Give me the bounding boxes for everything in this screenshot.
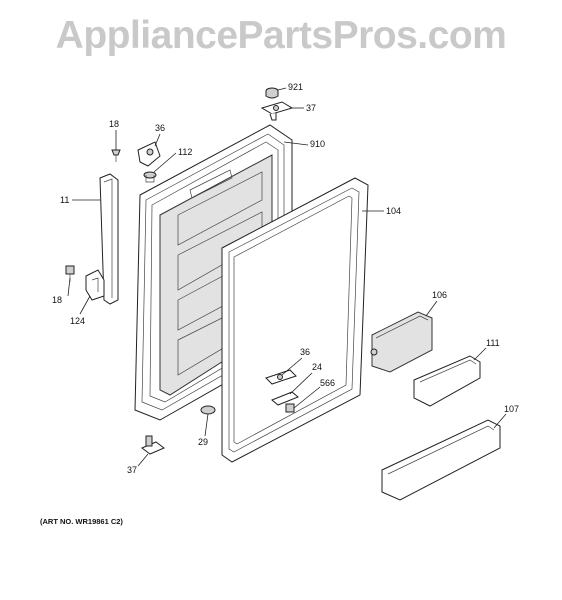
bushing-part: [143, 171, 157, 183]
callout-18-bottom: 18: [52, 295, 62, 305]
dairy-bin-part: [370, 311, 433, 373]
screw-part: [111, 149, 121, 162]
callout-37-top: 37: [306, 103, 316, 113]
top-hinge-part: [260, 101, 294, 121]
callout-910: 910: [310, 139, 325, 149]
hinge-cap-part: [265, 87, 279, 99]
callout-104: 104: [386, 206, 401, 216]
callout-107: 107: [504, 404, 519, 414]
door-gasket: [221, 177, 369, 463]
lower-hinge-part: [265, 369, 297, 385]
bottom-hinge-part: [141, 435, 165, 455]
leader-lines: [67, 87, 507, 467]
callout-111: 111: [486, 338, 500, 348]
callout-112: 112: [178, 147, 192, 157]
callout-921: 921: [288, 82, 303, 92]
callout-labels: 921 37 18 36 910 112 11 104 18 124 106 3…: [52, 82, 519, 475]
door-stop-part: [285, 403, 295, 413]
art-number-caption: (ART NO. WR19861 C2): [40, 517, 123, 526]
callout-24: 24: [312, 362, 322, 372]
watermark-logo: AppliancePartsPros.com: [55, 14, 507, 57]
callout-18-top: 18: [109, 119, 119, 129]
door-bin-small-part: [413, 355, 481, 407]
callout-29: 29: [198, 437, 208, 447]
callout-11: 11: [60, 195, 69, 205]
callout-124: 124: [70, 316, 85, 326]
door-bin-large-part: [381, 419, 501, 501]
handle-part: [99, 173, 119, 305]
hinge-bracket-part: [137, 141, 161, 167]
callout-36-top: 36: [155, 123, 165, 133]
callout-566: 566: [320, 378, 335, 388]
callout-106: 106: [432, 290, 447, 300]
callout-37-bottom: 37: [127, 465, 137, 475]
callout-36-mid: 36: [300, 347, 310, 357]
handle-bracket-part: [85, 269, 105, 301]
shim-part: [271, 391, 299, 406]
plug-part: [200, 405, 216, 415]
